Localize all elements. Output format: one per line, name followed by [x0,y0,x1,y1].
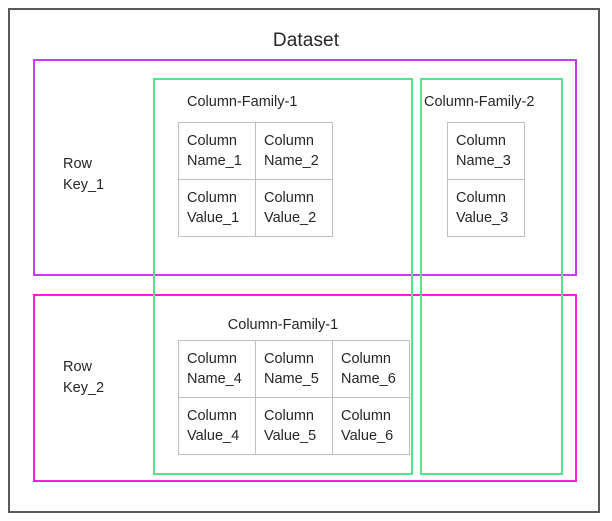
table-row: Column Name_3 [447,122,525,180]
cell-column-name: Column Name_2 [255,122,333,180]
table-row: Column Value_3 [447,179,525,237]
cell-column-name: Column Name_4 [178,340,256,398]
table-row: Column Name_4 Column Name_5 Column Name_… [178,340,410,398]
cells-row1-cf1: Column Name_1 Column Name_2 Column Value… [178,122,333,237]
page-title: Dataset [272,30,340,51]
row-boundary-row-key-1 [33,59,577,276]
cell-column-value: Column Value_6 [332,397,410,455]
column-family-2-boundary [420,78,563,475]
cell-column-name: Column Name_1 [178,122,256,180]
table-row: Column Value_4 Column Value_5 Column Val… [178,397,410,455]
cell-column-value: Column Value_3 [447,179,525,237]
cell-column-name: Column Name_3 [447,122,525,180]
column-family-label-row1-cf2: Column-Family-2 [424,94,535,110]
row-key-2-label: Row Key_2 [63,359,105,396]
cell-column-value: Column Value_4 [178,397,256,455]
cell-column-value: Column Value_5 [255,397,333,455]
cell-column-value: Column Value_2 [255,179,333,237]
table-row: Column Name_1 Column Name_2 [178,122,333,180]
cells-row2-cf1: Column Name_4 Column Name_5 Column Name_… [178,340,410,455]
cell-column-name: Column Name_6 [332,340,410,398]
row-key-1-label: Row Key_1 [63,156,105,193]
cell-column-value: Column Value_1 [178,179,256,237]
column-family-label-row2-cf1: Column-Family-1 [227,317,339,333]
row-boundary-row-key-2 [33,294,577,482]
column-family-label-row1-cf1: Column-Family-1 [187,94,298,110]
table-row: Column Value_1 Column Value_2 [178,179,333,237]
cells-row1-cf2: Column Name_3 Column Value_3 [447,122,525,237]
column-family-1-boundary [153,78,413,475]
cell-column-name: Column Name_5 [255,340,333,398]
